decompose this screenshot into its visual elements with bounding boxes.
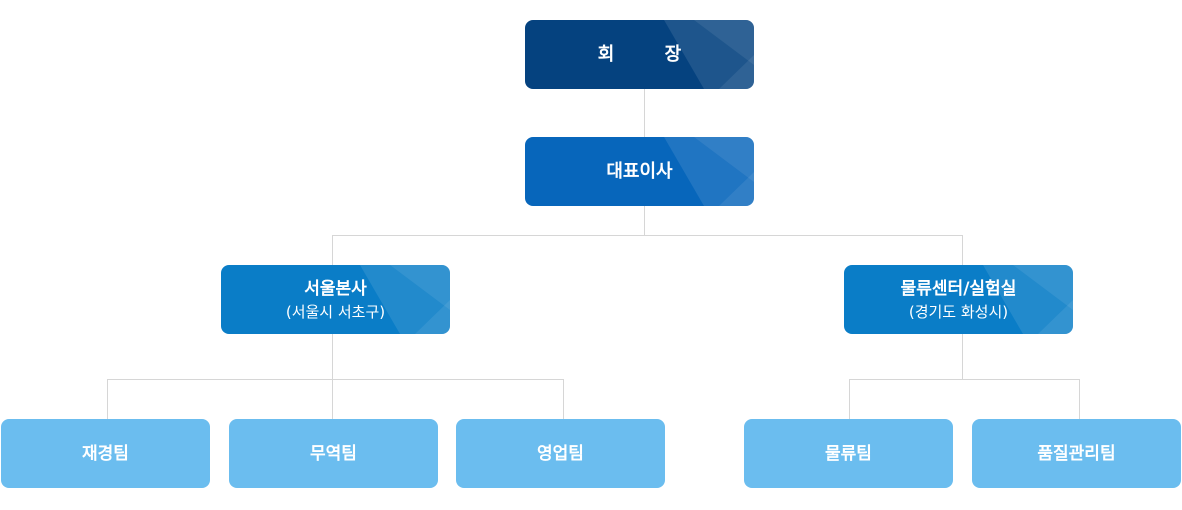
node-label: 서울본사	[304, 278, 367, 299]
node-label: 대표이사	[606, 160, 673, 182]
node-label: 무역팀	[310, 443, 357, 464]
node-sublabel: (경기도 화성시)	[908, 302, 1009, 321]
connector-seoul-down	[332, 334, 333, 379]
connector-seoul-teams-horizontal	[107, 379, 564, 380]
connector-to-logistics-team	[849, 379, 850, 419]
org-node-seoul-hq: 서울본사 (서울시 서초구)	[221, 265, 450, 334]
org-node-sales-team: 영업팀	[456, 419, 665, 488]
connector-to-seoul	[332, 235, 333, 265]
connector-logistics-teams-horizontal	[849, 379, 1080, 380]
connector-ceo-down	[644, 206, 645, 236]
org-node-logistics-center: 물류센터/실험실 (경기도 화성시)	[844, 265, 1073, 334]
org-node-ceo: 대표이사	[525, 137, 754, 206]
node-label: 물류팀	[825, 443, 872, 464]
node-sublabel: (서울시 서초구)	[285, 302, 386, 321]
connector-to-sales-team	[563, 379, 564, 419]
node-label: 재경팀	[82, 443, 129, 464]
node-label: 물류센터/실험실	[900, 278, 1017, 299]
org-node-logistics-team: 물류팀	[744, 419, 953, 488]
org-node-trade-team: 무역팀	[229, 419, 438, 488]
corner-decoration	[983, 265, 1073, 334]
connector-to-qa-team	[1079, 379, 1080, 419]
org-node-finance-team: 재경팀	[1, 419, 210, 488]
connector-to-finance-team	[107, 379, 108, 419]
node-label: 영업팀	[537, 443, 584, 464]
node-label: 회 장	[597, 43, 704, 65]
corner-decoration	[664, 137, 754, 206]
connector-chairman-ceo	[644, 89, 645, 137]
connector-branch-horizontal	[332, 235, 963, 236]
connector-to-logistics	[962, 235, 963, 265]
org-node-quality-team: 품질관리팀	[972, 419, 1181, 488]
node-label: 품질관리팀	[1037, 443, 1116, 464]
corner-decoration	[360, 265, 450, 334]
connector-to-trade-team	[332, 379, 333, 419]
org-node-chairman: 회 장	[525, 20, 754, 89]
connector-logistics-down	[962, 334, 963, 379]
